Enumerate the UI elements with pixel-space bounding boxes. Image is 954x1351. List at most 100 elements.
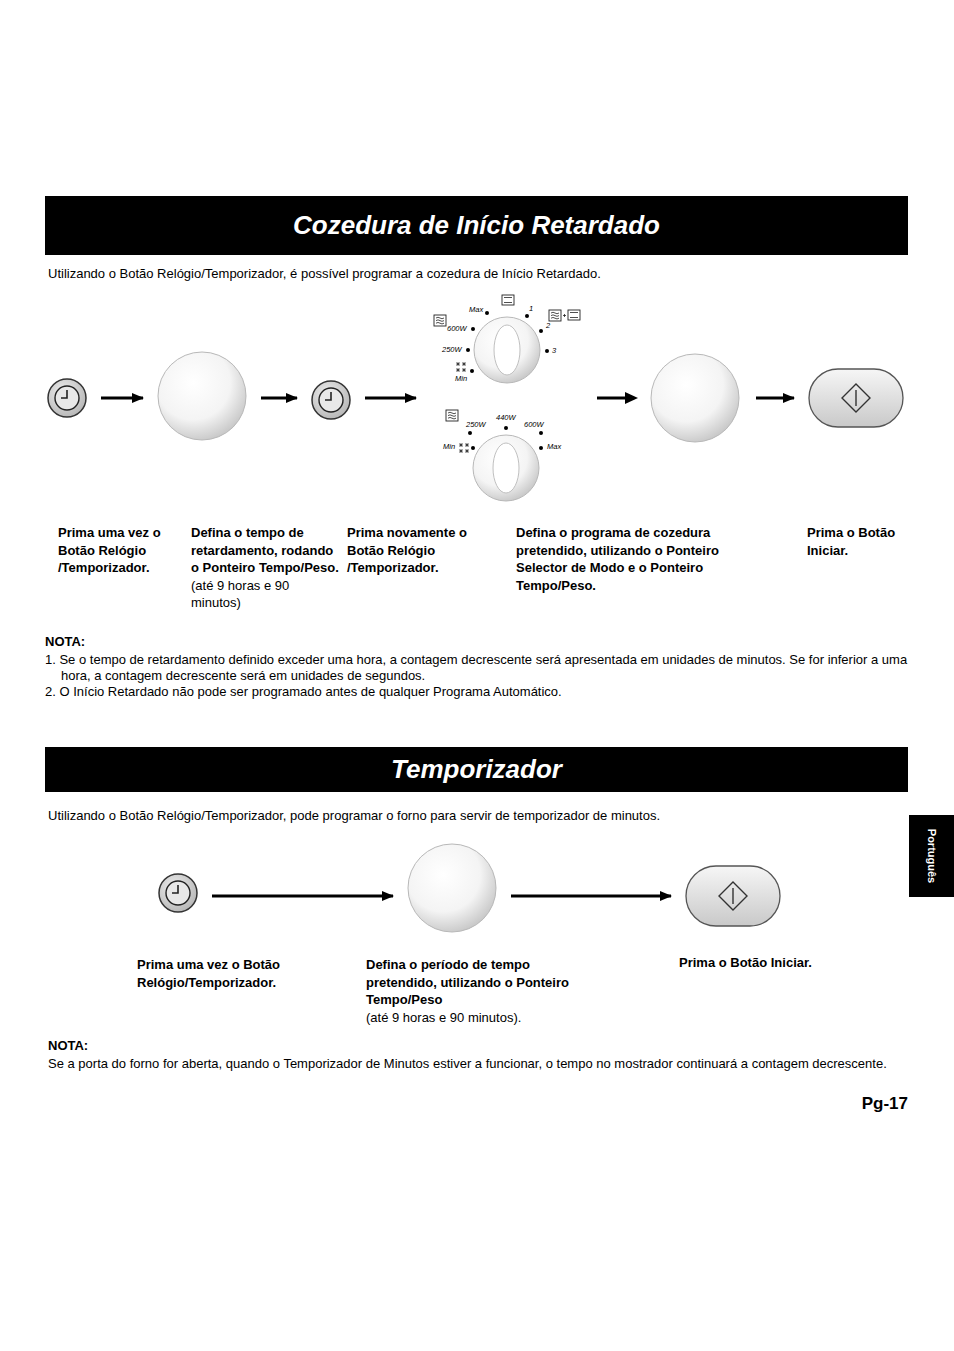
knob — [474, 317, 540, 383]
dial-label: 250W — [466, 421, 486, 429]
step-text: Defina o programa de cozedura pretendido… — [516, 524, 756, 594]
flow-arrow — [625, 392, 638, 404]
dial-pointer — [494, 325, 520, 375]
step-box: Defina o programa de cozedura pretendido… — [430, 292, 742, 505]
dial-label: Min — [455, 375, 467, 383]
dial-dot — [466, 348, 470, 352]
note-text: NOTA: — [45, 634, 145, 650]
button-illustration — [47, 378, 87, 418]
clock-face — [166, 881, 190, 905]
microwave-icon — [448, 415, 456, 417]
clock-hands — [61, 390, 67, 398]
start-button — [809, 369, 903, 427]
start-button — [686, 866, 780, 926]
dial-label: 1 — [529, 305, 533, 313]
step-text: Defina o período de tempo pretendido, ut… — [366, 956, 571, 1009]
microwave-icon — [551, 317, 559, 319]
step-box: Prima uma vez o Botão Relógio/Temporizad… — [158, 873, 198, 913]
note-text: 2. O Início Retardado não pode ser progr… — [45, 684, 915, 700]
clock-hands — [325, 392, 331, 400]
language-tab: Português — [909, 815, 954, 897]
microwave-icon — [446, 410, 458, 421]
step-box: Prima o Botão Iniciar. — [808, 368, 904, 428]
button-illustration — [158, 873, 198, 913]
flow-arrow — [756, 397, 794, 400]
microwave-icon — [436, 317, 444, 319]
flow-arrow — [597, 397, 627, 400]
knob — [473, 435, 539, 501]
step-box: Defina o período de tempo pretendido, ut… — [407, 843, 497, 933]
microwave-icon — [448, 417, 456, 419]
tab-label: Português — [926, 829, 938, 883]
button-illustration — [407, 843, 497, 933]
dial-label: 600W — [524, 421, 544, 429]
step-box: Prima uma vez o Botão Relógio /Temporiza… — [47, 378, 87, 418]
step-text: (até 9 horas e 90 minutos) — [191, 577, 339, 612]
microwave-icon — [436, 322, 444, 324]
start-symbol — [842, 384, 870, 412]
dial-dot — [545, 349, 549, 353]
button-illustration — [808, 368, 904, 428]
note-text: 1. Se o tempo de retardamento definido e… — [45, 652, 915, 684]
dial-label: 600W — [447, 325, 467, 333]
clock-button — [159, 874, 197, 912]
defrost-icon — [465, 449, 469, 453]
button-illustration — [157, 351, 247, 441]
knob — [158, 352, 246, 440]
start-symbol — [719, 882, 747, 910]
oven-icon — [570, 313, 578, 318]
button-illustration — [430, 292, 742, 505]
step-caption: Prima uma vez o Botão Relógio/Temporizad… — [137, 956, 322, 991]
dial-dot — [471, 446, 475, 450]
dial-label: 440W — [496, 414, 516, 422]
step-caption: Prima o Botão Iniciar. — [807, 524, 911, 559]
step-text: Prima uma vez o Botão Relógio /Temporiza… — [58, 524, 180, 577]
dial-label: 3 — [552, 347, 556, 355]
button-illustration — [685, 865, 781, 927]
clock-face — [319, 388, 343, 412]
dial-dot — [539, 446, 543, 450]
dial-label: Min — [443, 443, 455, 451]
dial-dot — [485, 311, 489, 315]
flow-arrow — [365, 397, 416, 400]
defrost-icon — [462, 362, 466, 366]
step-text: Prima o Botão Iniciar. — [679, 954, 849, 972]
clock-hands — [172, 885, 178, 893]
start-symbol — [732, 888, 733, 904]
oven-icon — [504, 298, 512, 303]
dial-pointer — [493, 443, 519, 493]
dial-label: 2 — [546, 322, 550, 330]
flow-arrow — [101, 397, 143, 400]
dial-dot — [504, 426, 508, 430]
step-text: Prima uma vez o Botão Relógio/Temporizad… — [137, 956, 322, 991]
step-caption: Defina o período de tempo pretendido, ut… — [366, 956, 571, 1026]
flow-arrow — [261, 397, 297, 400]
microwave-icon — [434, 315, 446, 326]
clock-button — [312, 381, 350, 419]
microwave-icon — [448, 412, 456, 414]
step-text: Defina o tempo de retardamento, rodando … — [191, 524, 339, 577]
defrost-icon — [456, 368, 460, 372]
defrost-icon — [459, 443, 463, 447]
microwave-icon — [551, 315, 559, 317]
dial-label: 250W — [442, 346, 462, 354]
microwave-icon — [551, 312, 559, 314]
step-caption: Prima novamente o Botão Relógio /Tempori… — [347, 524, 497, 577]
note-text: NOTA: — [48, 1038, 148, 1054]
dial-dot — [539, 431, 543, 435]
step-text: Prima o Botão Iniciar. — [807, 524, 911, 559]
knob — [651, 354, 739, 442]
plus-sign — [563, 314, 566, 317]
microwave-icon — [549, 310, 561, 321]
dial-dot — [539, 329, 543, 333]
defrost-icon — [456, 362, 460, 366]
knob — [408, 844, 496, 932]
page-number: Pg-17 — [850, 1096, 908, 1112]
title-band: Temporizador — [45, 747, 908, 792]
clock-button — [48, 379, 86, 417]
microwave-icon — [436, 320, 444, 322]
defrost-icon — [465, 443, 469, 447]
note-text: Se a porta do forno for aberta, quando o… — [48, 1056, 908, 1072]
oven-icon — [502, 295, 514, 305]
step-caption: Defina o programa de cozedura pretendido… — [516, 524, 756, 594]
